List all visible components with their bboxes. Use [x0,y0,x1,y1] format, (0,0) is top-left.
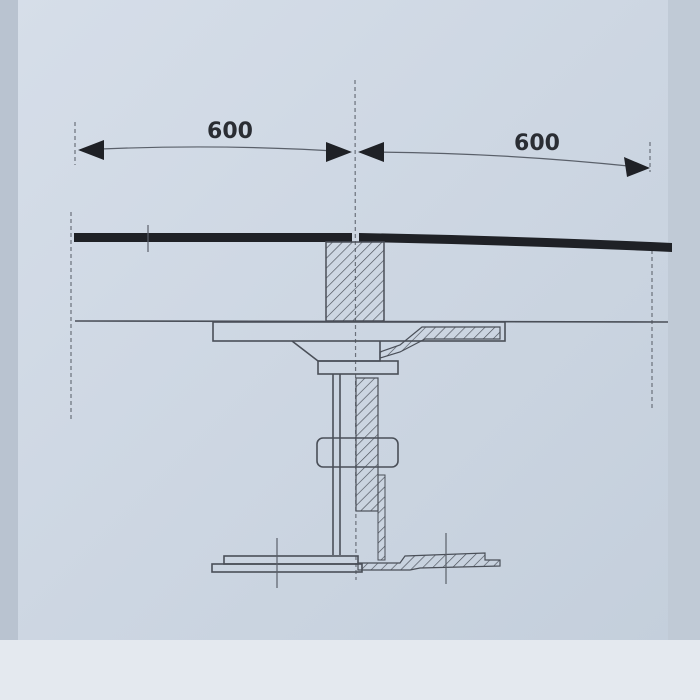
arrowhead-icon [326,142,352,162]
page-bottom-margin [0,640,700,700]
arrowhead-icon [358,142,384,162]
page-right-edge [668,0,700,700]
page-left-edge [0,0,18,700]
support-post-hatched [377,474,386,561]
arrowhead-icon [624,157,650,177]
bearing-plate [317,360,399,375]
dimension-left: 600 [78,119,352,162]
dimension-label-left: 600 [207,119,253,144]
column-section [325,241,385,322]
slab-beam [74,233,672,252]
top-plate-hatched-flange [379,326,501,359]
arrowhead-icon [78,140,104,160]
threaded-rod-hatched [355,377,379,512]
adjusting-nut [316,437,399,468]
dimension-label-right: 600 [514,131,560,156]
top-plate [212,321,506,342]
dimension-right: 600 [358,131,650,177]
base-flange-hatched [357,552,501,571]
